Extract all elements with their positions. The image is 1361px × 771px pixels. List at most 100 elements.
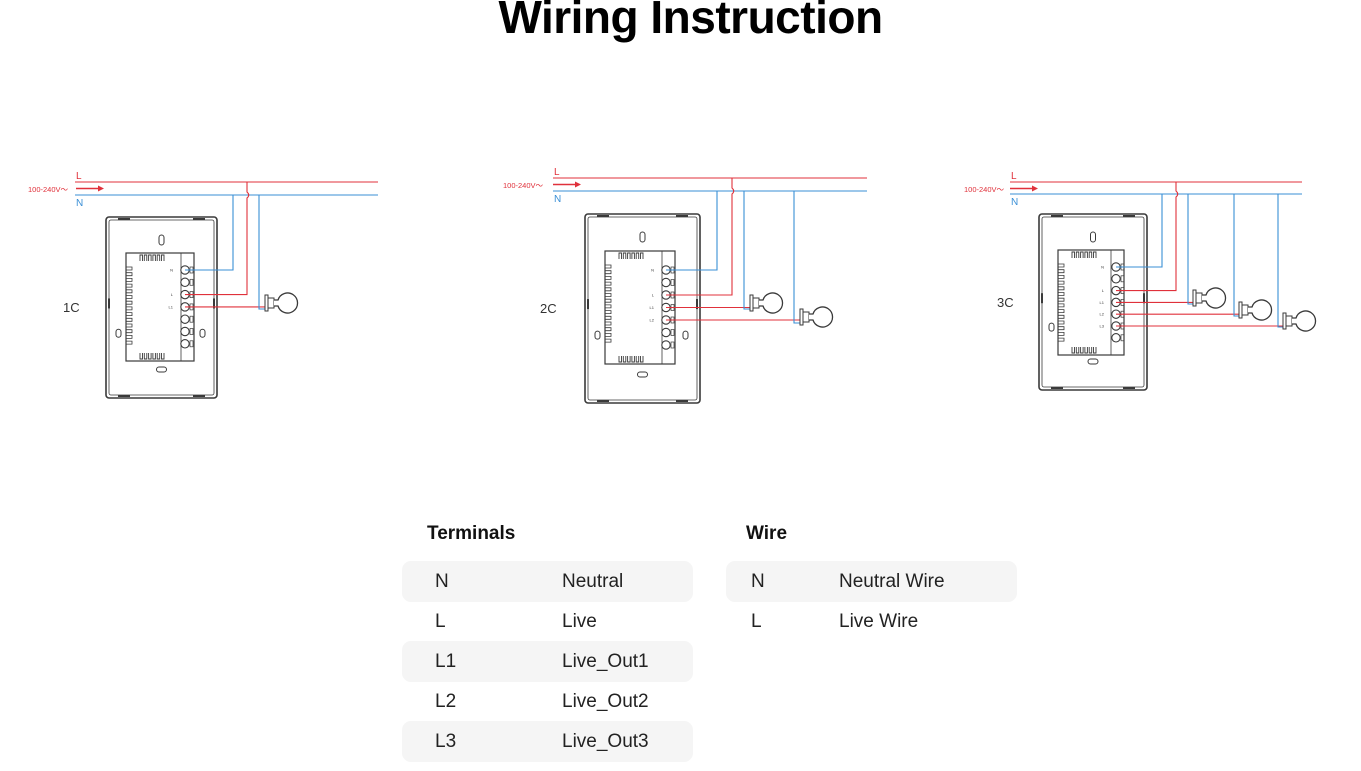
screw-hole-bottom [637, 371, 648, 378]
terminal-name: Live [562, 611, 597, 632]
neutral-wire-to-bulb [793, 191, 800, 324]
terminal-name: Live_Out3 [562, 731, 649, 752]
terminal-name: Live_Out1 [562, 651, 649, 672]
side-clip [1143, 293, 1145, 304]
heatsink-comb [139, 254, 165, 360]
terminal-screw [180, 277, 190, 288]
terminal-clamp [670, 341, 675, 349]
table-row: L2 Live_Out2 [402, 681, 693, 722]
terminal-label: L1 [1100, 300, 1105, 305]
terminal-label: N [651, 268, 654, 273]
wire-code: L [751, 611, 762, 632]
housing-notch [1123, 387, 1135, 389]
wire-name: Neutral Wire [839, 571, 945, 592]
switch-housing-inner [108, 219, 215, 396]
arrow-head-icon [98, 185, 104, 192]
heatsink-comb [618, 252, 644, 363]
terminal-clamp [1120, 275, 1125, 283]
neutral-wire-to-bulb [1233, 194, 1239, 317]
screw-hole-bottom [156, 366, 167, 373]
wire-name: Live Wire [839, 611, 919, 632]
neutral-wire-to-switch [666, 191, 718, 271]
housing-notch [1051, 215, 1063, 217]
live-line-label: L [554, 167, 560, 178]
housing-notch [118, 218, 130, 220]
terminal-code: L3 [435, 731, 457, 752]
neutral-line-label: N [554, 194, 561, 205]
page-title: Wiring Instruction [498, 0, 883, 43]
terminals-heading: Terminals [427, 523, 516, 544]
terminal-label: L [1102, 288, 1105, 293]
neutral-wire-to-bulb [258, 195, 265, 310]
terminal-label: L1 [169, 304, 174, 309]
table-row: L Live [402, 601, 693, 642]
terminal-clamp [189, 340, 194, 348]
terminal-screw [1111, 333, 1121, 343]
housing-notch [1123, 215, 1135, 217]
neutral-wire-to-bulb [1187, 194, 1193, 305]
housing-notch [597, 215, 609, 217]
terminal-label: L1 [650, 305, 655, 310]
terminal-clamp [670, 329, 675, 336]
light-bulb-icon [1282, 310, 1317, 332]
wire-heading: Wire [746, 523, 788, 544]
neutral-line-label: N [1011, 197, 1018, 208]
side-clip [213, 298, 215, 309]
switch-housing [105, 216, 218, 399]
terminal-clamp [670, 279, 675, 286]
housing-notch [118, 395, 130, 397]
screw-hole-right [199, 328, 206, 338]
switch-housing [584, 213, 701, 404]
heatsink-comb [1071, 251, 1097, 354]
arrow-head-icon [575, 181, 581, 188]
screw-hole-right [682, 330, 689, 340]
terminal-code: L2 [435, 691, 457, 712]
table-row: L Live Wire [726, 601, 1017, 642]
live-wire-to-switch [666, 178, 735, 296]
housing-notch [676, 400, 688, 402]
terminal-screw [180, 314, 190, 324]
supply-voltage-label: 100-240V～ [503, 181, 544, 190]
screw-hole-top [158, 234, 165, 246]
arrow-head-icon [1032, 185, 1038, 192]
side-clip [108, 298, 110, 309]
housing-notch [676, 215, 688, 217]
table-row: N Neutral Wire [726, 561, 1017, 602]
supply-voltage-label: 100-240V～ [964, 185, 1005, 194]
light-bulb-icon [799, 306, 834, 328]
screw-hole-bottom [1087, 358, 1099, 365]
terminal-screw [1111, 274, 1121, 284]
switch-housing-inner [587, 216, 698, 401]
live-line-label: L [1011, 171, 1017, 182]
gang-label: 2C [540, 301, 557, 316]
light-bulb-icon [1238, 299, 1273, 321]
live-line-label: L [76, 171, 82, 182]
terminal-label: L2 [1100, 312, 1105, 317]
neutral-wire-to-switch [1116, 194, 1163, 268]
terminal-label: L [652, 293, 655, 298]
neutral-wire-to-bulb [1277, 194, 1283, 328]
terminal-screw [661, 327, 671, 338]
wire-code: N [751, 571, 765, 592]
screw-hole-left [594, 330, 601, 340]
terminal-clamp [189, 315, 194, 323]
screw-hole-top [1090, 231, 1096, 243]
table-row: L1 Live_Out1 [402, 641, 693, 682]
screw-hole-left [115, 328, 122, 338]
side-clip [696, 299, 698, 310]
housing-notch [193, 395, 205, 397]
terminal-screw [661, 340, 671, 350]
terminal-screw [180, 339, 190, 349]
terminal-code: L [435, 611, 446, 632]
table-row: N Neutral [402, 561, 693, 602]
terminal-clamp [1120, 334, 1125, 342]
terminal-label: N [170, 268, 173, 273]
heatsink-fins [126, 266, 133, 345]
light-bulb-icon [749, 292, 784, 314]
terminal-clamp [189, 328, 194, 335]
gang-label: 1C [63, 300, 80, 315]
